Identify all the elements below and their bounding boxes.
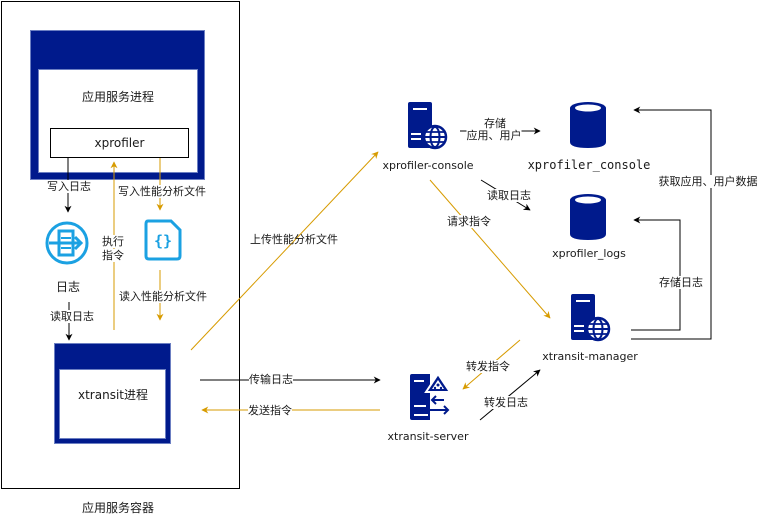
app-service-container [1,1,240,489]
label-store-2: 应用、用户 [466,129,522,142]
edge-store-logs [631,216,681,331]
label-request-cmd: 请求指令 [447,215,491,228]
xtransit-process-inner [59,369,166,439]
xtransit-process-title: xtransit进程 [78,388,148,402]
edge-upload-profile [190,151,379,351]
xprofiler-console-label: xprofiler-console [382,159,474,172]
xprofiler-box[interactable]: xprofiler [50,128,189,158]
xprofiler-label: xprofiler [94,136,145,150]
json-file-icon[interactable]: {} [143,218,183,262]
label-read-log: 读取日志 [50,310,94,323]
label-send-cmd: 发送指令 [248,404,292,417]
xprofiler-logs-db-icon[interactable] [568,192,608,242]
label-read-logs-db: 读取日志 [487,189,531,202]
edge-forward-log [479,369,541,421]
log-icon-label: 日志 [55,280,81,294]
xprofiler-console-db-icon[interactable] [568,100,608,150]
svg-text:{}: {} [154,232,172,250]
xtransit-manager-label: xtransit-manager [542,350,638,363]
edge-request-cmd [429,179,551,319]
container-label: 应用服务容器 [81,501,155,515]
label-store-logs: 存储日志 [659,276,703,289]
label-upload-profile: 上传性能分析文件 [250,233,338,246]
log-icon[interactable] [44,220,90,266]
xtransit-manager-server-icon[interactable] [568,292,612,342]
xprofiler-console-server-icon[interactable] [405,100,449,150]
xtransit-server-label: xtransit-server [387,430,469,443]
label-exec-cmd-2: 指令 [102,249,124,262]
label-write-profile: 写入性能分析文件 [118,185,206,198]
label-write-log: 写入日志 [47,180,91,193]
label-forward-cmd: 转发指令 [466,360,510,373]
xtransit-server-icon[interactable] [408,372,452,422]
label-store-1: 存储 [484,117,506,130]
label-fetch-app-user: 获取应用、用户数据 [658,175,758,188]
label-transfer-log: 传输日志 [249,373,293,386]
app-process-title: 应用服务进程 [81,90,155,104]
label-read-profile: 读入性能分析文件 [119,290,207,303]
xprofiler-console-db-label: xprofiler_console [527,158,651,172]
label-forward-log: 转发日志 [484,396,528,409]
xprofiler-logs-db-label: xprofiler_logs [552,247,626,260]
label-exec-cmd-1: 执行 [102,235,124,248]
edge-fetch-app-user [631,106,712,340]
